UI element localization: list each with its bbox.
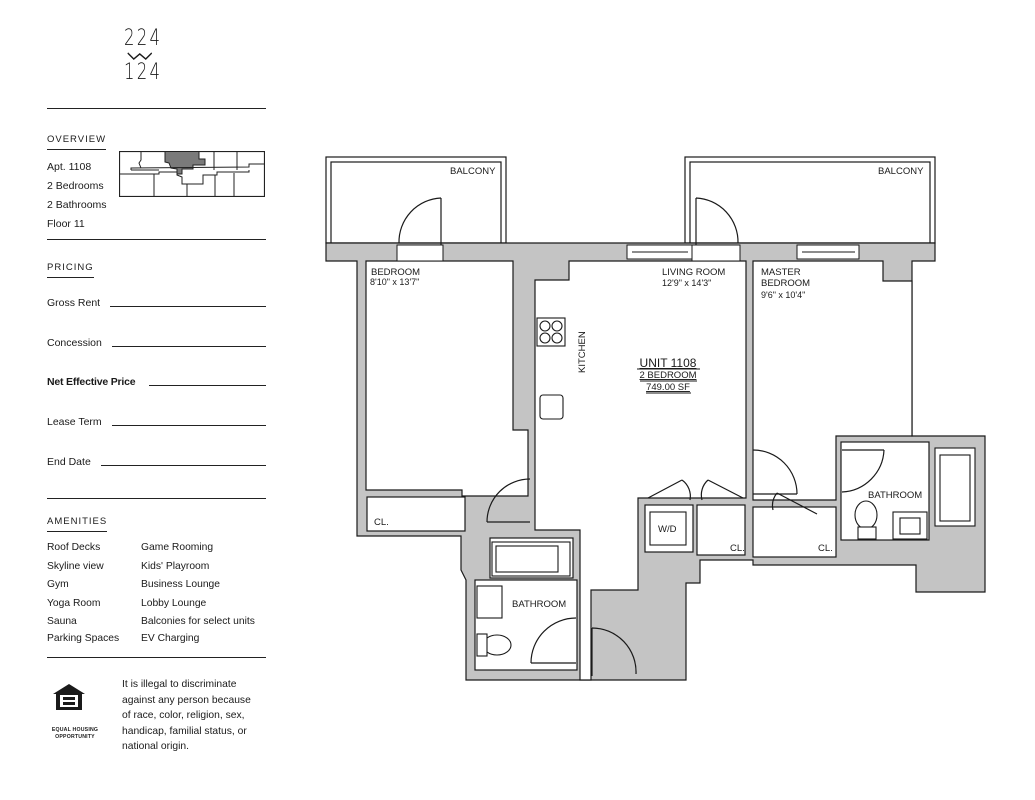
floor-number: Floor 11 [47,218,85,230]
room-hall-bathroom [474,579,578,671]
amenity-item: Kids' Playroom [141,560,210,572]
amenity-item: Skyline view [47,560,104,572]
room-living [534,260,747,681]
gross-rent-row: Gross Rent [47,295,266,309]
door-swings [398,197,885,676]
bathroom-sink-icon [476,585,503,619]
stove-icon [536,317,566,347]
bedroom-label: BEDROOM [371,267,420,278]
notice-line: handicap, familial status, or [122,725,247,737]
amenity-item: Sauna [47,616,77,628]
amenity-item: Balconies for select units [141,616,255,628]
master-bedroom-dims: 9'6" x 10'4" [761,290,805,300]
amenities-heading: AMENITIES [47,516,108,532]
master-bathroom-label: BATHROOM [868,490,922,501]
bedroom-closet-label: CL. [374,517,389,528]
master-bedroom-label-1: MASTER [761,267,801,278]
notice-line: against any person because [122,694,251,706]
toilet-icon [854,500,878,530]
walls [325,242,986,681]
amenity-item: Roof Decks [47,542,101,553]
concession-field[interactable] [111,346,266,347]
unit-area: 749.00 SF [646,382,690,393]
divider [47,239,266,240]
kitchen-sink-icon [539,394,564,420]
amenity-item: Business Lounge [141,579,221,591]
balcony-left-label: BALCONY [450,166,496,177]
washer-dryer-closet [644,504,694,553]
balcony-right-label: BALCONY [878,166,924,177]
lease-term-field[interactable] [111,425,266,426]
gross-rent-field[interactable] [110,306,266,307]
end-date-row: End Date [47,454,266,468]
bathroom-sink-icon [892,511,928,540]
bathtub-icon [934,447,976,527]
unit-title: UNIT 1108 [640,356,697,370]
notice-line: It is illegal to discriminate [122,679,237,690]
building-logo: 224 124 [124,26,163,85]
amenity-item: Yoga Room [47,597,101,609]
divider [47,498,266,499]
key-plan-map [119,151,265,197]
room-bedroom [365,260,529,497]
concession-label: Concession [47,337,102,349]
gross-rent-label: Gross Rent [47,297,101,309]
net-effective-price-label: Net Effective Price [47,376,136,388]
overview-heading: OVERVIEW [47,134,107,150]
room-master-bedroom [752,260,913,501]
amenities-column-1: Roof Decks Skyline view Gym Yoga Room Sa… [47,539,119,649]
notice-line: national origin. [122,741,189,752]
amenities-column-2: Game Rooming Kids' Playroom Business Lou… [141,539,255,649]
toilet-icon [482,634,512,656]
pricing-heading: PRICING [47,262,94,278]
master-bedroom-label-2: BEDROOM [761,278,810,289]
end-date-field[interactable] [100,465,266,466]
closet-bedroom [366,496,466,532]
unit-type: 2 BEDROOM [639,370,696,381]
amenity-item: EV Charging [141,633,200,645]
lease-term-label: Lease Term [47,416,102,428]
fair-housing-notice: It is illegal to discriminate against an… [122,677,272,755]
bathroom-count: 2 Bathrooms [47,199,107,211]
equal-housing-label-line1: EQUAL HOUSING [51,727,99,733]
bedroom-count: 2 Bedrooms [47,180,104,192]
logo-bottom-number: 124 [124,60,163,85]
net-effective-price-field[interactable] [149,385,266,386]
bathtub-icon [491,541,571,577]
living-room-label: LIVING ROOM [662,267,725,278]
apartment-number: Apt. 1108 [47,161,92,173]
lease-term-row: Lease Term [47,414,266,428]
washer-dryer-label: W/D [658,524,677,535]
equal-housing-opportunity-icon [53,684,85,710]
fixtures [476,317,976,657]
end-date-label: End Date [47,456,91,468]
amenity-item: Parking Spaces [47,633,120,645]
equal-housing-label-line2: OPPORTUNITY [55,734,95,740]
room-master-bathroom [840,441,930,541]
concession-row: Concession [47,335,266,349]
closet-hall [696,504,746,556]
kitchen-label: KITCHEN [577,331,588,373]
divider [47,108,266,109]
notice-line: of race, color, religion, sex, [122,710,245,721]
master-closet-label: CL. [818,543,833,554]
closet-master [752,506,837,558]
bedroom-dims: 8'10" x 13'7" [370,277,419,287]
hall-closet-label: CL. [730,543,745,554]
living-room-dims: 12'9" x 14'3" [662,278,711,288]
equal-housing-label: EQUAL HOUSING OPPORTUNITY [46,727,104,741]
logo-zigzag-icon [127,52,153,60]
balcony-left [325,156,507,244]
divider [47,657,266,658]
amenity-item: Gym [47,579,69,591]
amenity-item: Game Rooming [141,542,214,553]
balcony-right [684,156,936,244]
amenity-item: Lobby Lounge [141,597,207,609]
logo-top-number: 224 [124,26,163,51]
hall-bathroom-label: BATHROOM [512,599,566,610]
net-effective-price-row: Net Effective Price [47,374,266,388]
